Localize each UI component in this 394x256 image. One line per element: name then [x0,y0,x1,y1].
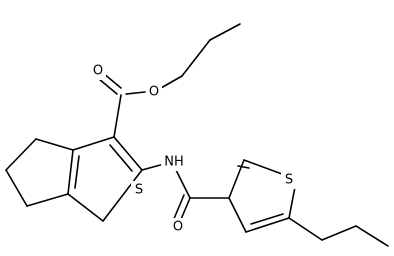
atom-ester-o-background [146,83,162,101]
bond-layer [5,23,389,247]
atom-amide-nh-label: NH [164,155,184,170]
atom-label-layer: O O S NH O S [90,62,297,236]
bond-ester-c-ring [113,94,122,138]
bond-right-thiophene-3 [288,186,296,219]
bond-right-thiophene-5 [228,197,247,233]
atom-thiophene-s-left-background [131,181,147,199]
bond-right-thiophene-4 [245,217,290,233]
bond-right-thiophene-2 [243,159,283,175]
bond-ester-o [125,91,146,95]
atom-thiophene-s-left: S [131,181,147,199]
atom-ester-o-label: O [149,85,159,100]
bond-right-thiophene-1 [228,159,245,199]
bond-propyl-3 [209,23,241,41]
atom-amide-nh: NH [161,153,187,171]
atom-thiophene-s-left-label: S [135,183,143,198]
bond-nh-carbonyl [175,169,191,199]
atom-amide-o: O [170,218,186,236]
bond-carbonyl-o-b [98,78,118,95]
bond-left-thiophene-5 [113,136,143,171]
bond-left-thiophene-4 [102,169,143,222]
bond-cyclopentane-4 [26,193,69,207]
atom-amide-nh-background [161,153,187,171]
atom-carbonyl-o: O [90,62,106,80]
atom-amide-o-label: O [173,220,183,235]
bond-left-thiophene-double-2 [74,155,80,189]
bond-right-propyl-1 [288,217,323,241]
bond-left-thiophene-double-1 [109,144,133,172]
bond-left-thiophene-3 [67,193,104,222]
atom-carbonyl-o-label: O [93,64,103,79]
bond-cyclopentane-3 [5,169,28,207]
bond-propyl-2 [181,39,211,77]
atom-carbonyl-o-background [90,62,106,80]
bond-cyclopentane-2 [5,138,37,171]
bond-left-thiophene-2 [67,149,74,195]
bond-ring-nh [141,163,165,171]
bond-cyclopentane-1 [35,138,74,151]
bond-right-propyl-2 [321,225,357,241]
atom-thiophene-s-right-label: S [285,173,293,188]
atom-thiophene-s-right: S [281,171,297,189]
atom-amide-o-background [170,218,186,236]
atom-ester-o: O [146,83,162,101]
bond-right-thiophene-double-2 [250,213,284,225]
bond-amide-o-b [172,194,185,222]
bond-right-thiophene-double-1 [237,165,250,169]
bond-right-propyl-3 [355,225,389,247]
atom-thiophene-s-right-background [281,171,297,189]
bond-left-thiophene-1 [72,136,115,151]
